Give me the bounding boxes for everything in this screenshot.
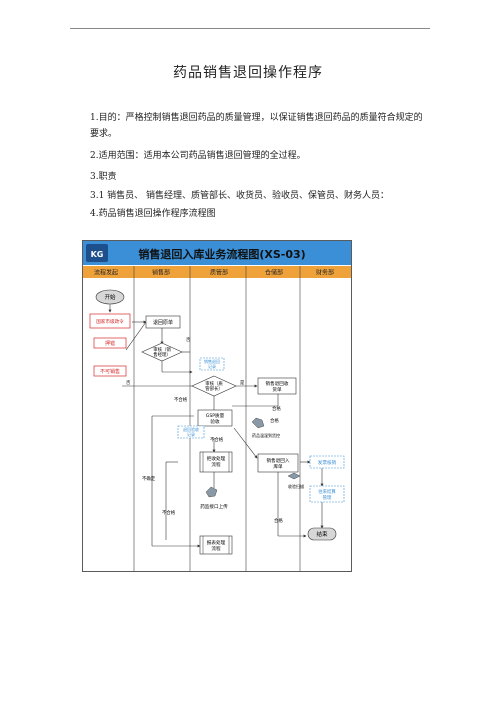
receive-order-line1: 销售退回收	[266, 380, 289, 387]
lane-header-warehouse: 仓储部	[265, 269, 283, 277]
quality-record-line2: 记录	[208, 363, 216, 369]
sales-review-line2: 售经理）	[153, 351, 171, 358]
instock-order-line2: 库单	[273, 463, 283, 470]
scope-paragraph: 2.适用范围：适用本公司药品销售退回管理的全过程。	[90, 151, 306, 161]
instock-order-line1: 销售退回入	[267, 457, 290, 464]
purpose-paragraph: 1.目的：严格控制销售退回药品的质量管理，以保证销售退回药品的质量符合规定的要求…	[90, 113, 423, 139]
lane-header-bar	[83, 266, 351, 278]
fail-label-2: 不合格	[210, 436, 224, 443]
accept-record-line2: 记录	[187, 431, 195, 437]
lane-header-finance: 财务部	[316, 269, 334, 277]
start-node	[95, 289, 125, 305]
accept-record-line1: 退回验收	[183, 426, 199, 432]
drug-trace-label: 药监接口上传	[200, 503, 228, 510]
return-flowchart: KG 销售退回入库业务流程图(XS-03) 流程发起 销售部 质管部 仓储部 财…	[82, 240, 352, 572]
lane-header-quality: 质管部	[210, 269, 228, 277]
unsellable-box	[93, 365, 127, 377]
pass-label-3: 合格	[274, 517, 283, 524]
settlement-line2: 管理	[323, 494, 332, 501]
receive-order-line2: 货单	[272, 386, 282, 393]
gsp-check-line2: 验收	[210, 418, 220, 425]
flowchart-title: 销售退回入库业务流程图(XS-03)	[138, 247, 305, 261]
scan-label: 收验扫描	[288, 483, 304, 489]
report-process-line1: 报表处理	[207, 539, 226, 546]
flowchart-heading: 4.药品销售退回操作程序流程图	[90, 209, 216, 219]
ship-box	[93, 337, 127, 349]
instock-order-box	[257, 453, 299, 473]
qm-review-diamond	[191, 375, 237, 397]
fail-label: 不合格	[174, 396, 188, 403]
header-rule	[70, 28, 430, 29]
settlement-line1: 往来结算	[318, 488, 336, 495]
reject-process-box	[199, 451, 233, 473]
duties-heading: 3.职责	[90, 172, 117, 182]
sales-review-diamond	[141, 342, 183, 362]
fail-label-3: 不合格	[162, 509, 176, 516]
undecided-label: 不确定	[142, 475, 156, 482]
lane-header-initiate: 流程发起	[94, 269, 118, 277]
ship-label: 押错	[105, 340, 115, 347]
return-order-label: 退回原单	[153, 319, 173, 326]
qm-review-line2: 管部长）	[205, 385, 223, 392]
settlement-box	[309, 485, 345, 503]
unsellable-label: 不可销售	[100, 368, 120, 375]
yes-label: 是	[240, 380, 245, 386]
report-process-box	[199, 535, 233, 555]
scan-icon	[287, 472, 301, 480]
flowchart-frame	[82, 240, 352, 572]
invoice-check-label: 发票核销	[318, 459, 337, 466]
lane-header-sales: 销售部	[152, 269, 170, 277]
invoice-check-box	[309, 455, 345, 469]
recall-box	[89, 313, 131, 329]
start-label: 开始	[104, 293, 116, 301]
receive-order-box	[257, 377, 297, 395]
pass-label-2: 合格	[270, 417, 279, 424]
cold-chain-icon	[251, 417, 265, 429]
report-process-line2: 流程	[211, 545, 221, 552]
pass-label: 合格	[272, 405, 281, 412]
duties-paragraph: 3.1 销售员、 销售经理、质管部长、收货员、验收员、保管员、财务人员：	[90, 191, 390, 201]
gsp-check-line1: GSP质量	[206, 412, 225, 419]
logo-text: KG	[91, 250, 104, 259]
end-node	[307, 527, 337, 541]
drug-trace-icon	[205, 486, 218, 498]
logo-badge	[86, 244, 108, 262]
sales-review-line1: 审核（销	[153, 346, 171, 353]
cold-chain-label: 药品温湿到货控	[252, 432, 280, 438]
qm-review-line1: 审核（质	[205, 380, 223, 387]
no-label: 否	[186, 337, 191, 343]
document-title: 药品销售退回操作程序	[173, 65, 323, 81]
end-label: 结束	[316, 530, 328, 538]
return-order-box	[145, 315, 181, 329]
flowchart-title-bar	[83, 241, 351, 265]
accept-record-doc	[177, 425, 205, 439]
reject-process-line1: 拒收处理	[207, 455, 226, 462]
recall-label: 国家市级政令	[96, 318, 124, 325]
no-label-2: 否	[126, 380, 131, 386]
gsp-check-box	[197, 409, 233, 427]
quality-record-doc	[199, 357, 225, 371]
quality-record-line1: 销售退回	[204, 358, 220, 364]
reject-process-line2: 流程	[211, 461, 221, 468]
